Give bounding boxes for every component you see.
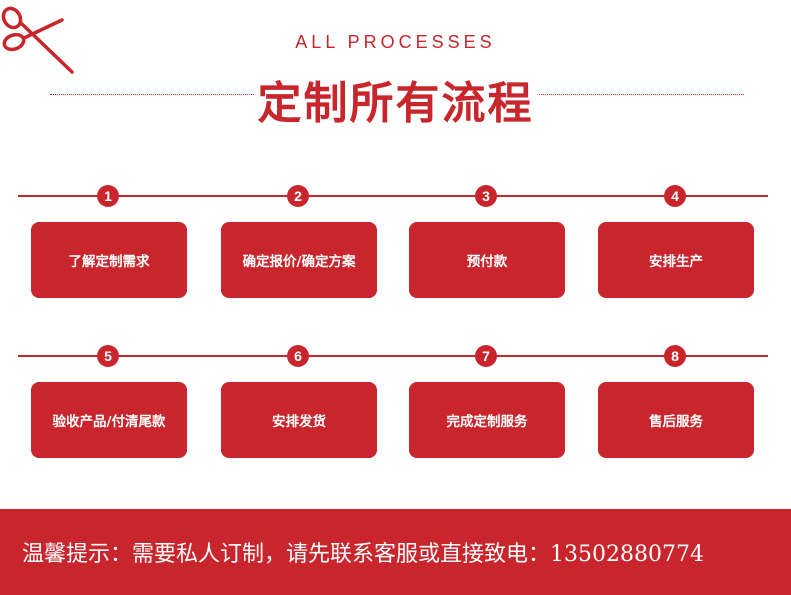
step-2-number: 2 xyxy=(287,185,309,207)
step-8-box: 售后服务 xyxy=(598,382,754,458)
step-7-number: 7 xyxy=(475,345,497,367)
row-1-connector-line xyxy=(18,195,768,197)
step-1-box: 了解定制需求 xyxy=(31,222,187,298)
step-5-number: 5 xyxy=(97,345,119,367)
step-4-box: 安排生产 xyxy=(598,222,754,298)
step-1-number: 1 xyxy=(97,185,119,207)
step-8-number: 8 xyxy=(664,345,686,367)
footer-notice-text: 温馨提示：需要私人订制，请先联系客服或直接致电：13502880774 xyxy=(22,542,704,567)
step-6-box: 安排发货 xyxy=(221,382,377,458)
footer-banner: 温馨提示：需要私人订制，请先联系客服或直接致电：13502880774 xyxy=(0,509,791,595)
step-3-number: 3 xyxy=(475,185,497,207)
page-title: 定制所有流程 xyxy=(0,72,791,136)
scissors-icon xyxy=(1,6,74,74)
step-7-box: 完成定制服务 xyxy=(409,382,565,458)
step-3-box: 预付款 xyxy=(409,222,565,298)
step-2-box: 确定报价/确定方案 xyxy=(221,222,377,298)
page-title-text: 定制所有流程 xyxy=(253,78,538,129)
step-4-number: 4 xyxy=(664,185,686,207)
step-5-box: 验收产品/付清尾款 xyxy=(31,382,187,458)
step-6-number: 6 xyxy=(287,345,309,367)
row-2-connector-line xyxy=(18,355,768,357)
section-subtitle: ALL PROCESSES xyxy=(295,32,496,52)
